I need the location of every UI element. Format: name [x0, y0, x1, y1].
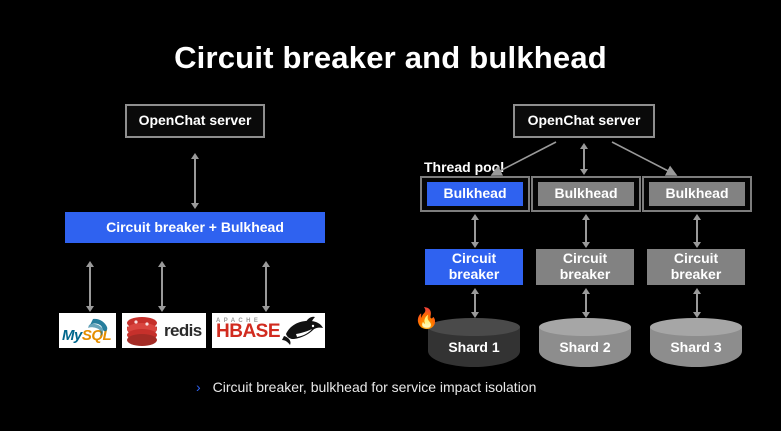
server-to-right-bulkhead-line — [611, 141, 678, 176]
caption: › Circuit breaker, bulkhead for service … — [196, 379, 536, 395]
hbase-orca-icon — [282, 316, 323, 345]
caption-bullet-icon: › — [196, 379, 201, 395]
bulkhead-box-2[interactable]: Bulkhead — [538, 182, 634, 206]
bulkhead-to-breaker-arrow-1 — [474, 219, 476, 243]
shard-1-label: Shard 1 — [448, 339, 500, 355]
hbase-name-label: HBASE — [216, 321, 281, 342]
circuit-breaker-box-2[interactable]: Circuit breaker — [536, 249, 634, 285]
left-bar-to-redis-arrow — [161, 266, 163, 307]
shard-3-top — [650, 318, 742, 336]
bulkhead-to-breaker-arrow-2 — [585, 219, 587, 243]
bulkhead-label-3: Bulkhead — [665, 185, 729, 202]
mysql-dolphin-icon — [88, 318, 108, 336]
shard-2-label: Shard 2 — [559, 339, 611, 355]
shard-cylinder-1[interactable]: Shard 1 — [428, 318, 520, 367]
circuit-breaker-label-2-line1: Circuit — [562, 250, 608, 267]
right-openchat-server-label: OpenChat server — [527, 112, 641, 129]
redis-stack-icon — [127, 316, 157, 346]
shard-2-top — [539, 318, 631, 336]
caption-text: Circuit breaker, bulkhead for service im… — [212, 379, 537, 395]
circuit-breaker-label-3-line2: breaker — [670, 266, 722, 282]
left-bar-to-mysql-arrow — [89, 266, 91, 307]
shard-cylinder-3[interactable]: Shard 3 — [650, 318, 742, 367]
left-circuit-breaker-bulkhead-label: Circuit breaker + Bulkhead — [106, 218, 284, 235]
left-server-to-bar-arrow — [194, 158, 196, 204]
redis-logo-text: redis — [164, 320, 202, 340]
breaker-to-shard-arrow-3 — [696, 293, 698, 313]
fire-icon: 🔥 — [414, 308, 439, 330]
bulkhead-box-3[interactable]: Bulkhead — [649, 182, 745, 206]
right-openchat-server-box[interactable]: OpenChat server — [513, 104, 655, 138]
bulkhead-label-2: Bulkhead — [554, 185, 618, 202]
circuit-breaker-label-3-line1: Circuit — [673, 250, 719, 267]
left-bar-to-hbase-arrow — [265, 266, 267, 307]
circuit-breaker-box-1[interactable]: Circuit breaker — [425, 249, 523, 285]
bulkhead-box-1[interactable]: Bulkhead — [427, 182, 523, 206]
left-openchat-server-label: OpenChat server — [138, 112, 252, 129]
redis-logo: redis — [122, 313, 206, 348]
shard-1-top — [428, 318, 520, 336]
thread-pool-label: Thread pool — [424, 159, 505, 175]
mysql-logo: MySQL — [59, 313, 116, 348]
circuit-breaker-label-1-line1: Circuit — [451, 250, 497, 267]
hbase-apache-label: APACHE — [216, 318, 262, 324]
bulkhead-to-breaker-arrow-3 — [696, 219, 698, 243]
shard-cylinder-2[interactable]: Shard 2 — [539, 318, 631, 367]
shard-3-label: Shard 3 — [670, 339, 722, 355]
server-to-center-bulkhead-arrow — [583, 148, 585, 170]
circuit-breaker-box-3[interactable]: Circuit breaker — [647, 249, 745, 285]
bulkhead-label-1: Bulkhead — [443, 185, 507, 202]
circuit-breaker-label-1-line2: breaker — [448, 266, 500, 282]
breaker-to-shard-arrow-2 — [585, 293, 587, 313]
left-circuit-breaker-bulkhead-bar[interactable]: Circuit breaker + Bulkhead — [65, 212, 325, 243]
left-openchat-server-box[interactable]: OpenChat server — [125, 104, 265, 138]
breaker-to-shard-arrow-1 — [474, 293, 476, 313]
page-title: Circuit breaker and bulkhead — [174, 40, 607, 75]
circuit-breaker-label-2-line2: breaker — [559, 266, 611, 282]
hbase-logo: APACHE HBASE — [212, 313, 325, 348]
